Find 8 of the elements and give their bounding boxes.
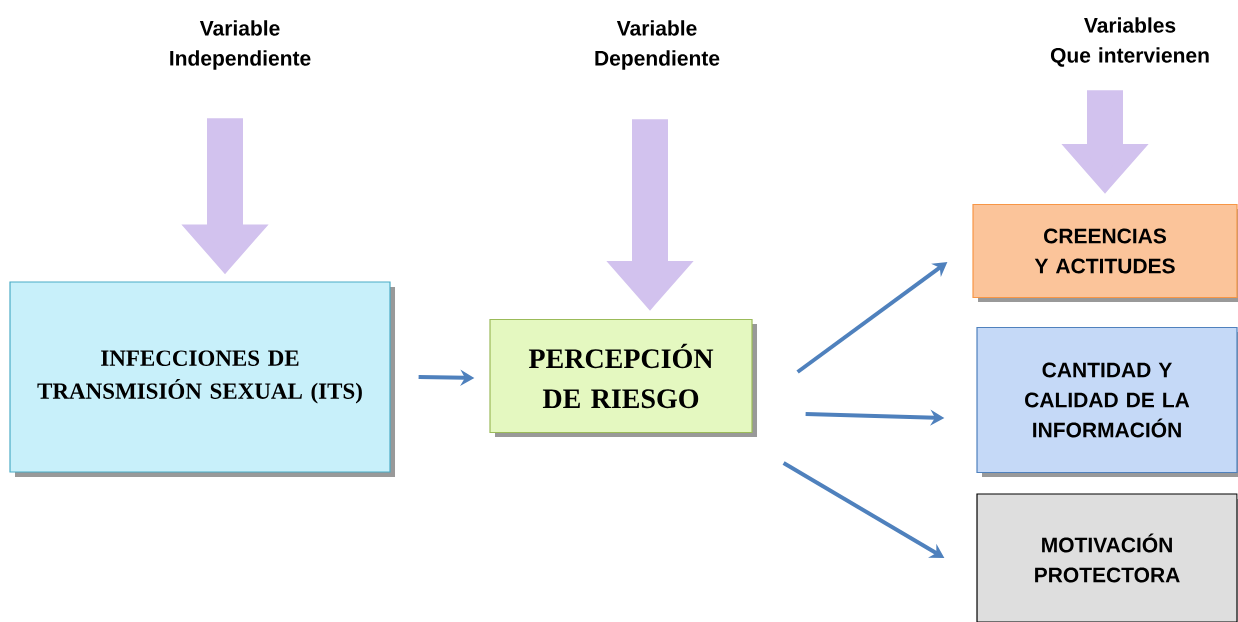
process-box: CREENCIAS Y ACTITUDES [972, 203, 1238, 299]
heading: Variable Independiente [170, 20, 311, 70]
process-box: INFECCIONES DE TRANSMISIÓN SEXUAL (ITS) [9, 281, 391, 473]
process-box: CANTIDAD Y CALIDAD DE LA INFORMACIÓN [976, 326, 1238, 474]
heading: Variable Dependiente [595, 20, 720, 70]
heading: Variables Que intervienen [1050, 17, 1209, 67]
process-box: PERCEPCIÓN DE RIESGO [489, 318, 753, 434]
process-box: MOTIVACIÓN PROTECTORA [976, 493, 1238, 622]
